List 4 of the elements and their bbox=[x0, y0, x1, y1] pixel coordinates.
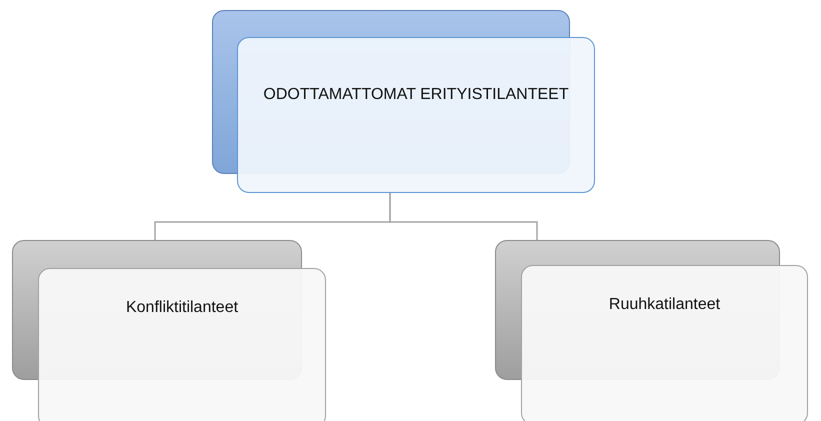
topic-label: Ruuhkatilanteet bbox=[608, 295, 720, 315]
connector-line bbox=[389, 193, 538, 240]
topic-label: ODOTTAMATTOMAT ERITYISTILANTEET bbox=[263, 85, 569, 105]
topic-label: Konfliktitilanteet bbox=[126, 298, 238, 318]
